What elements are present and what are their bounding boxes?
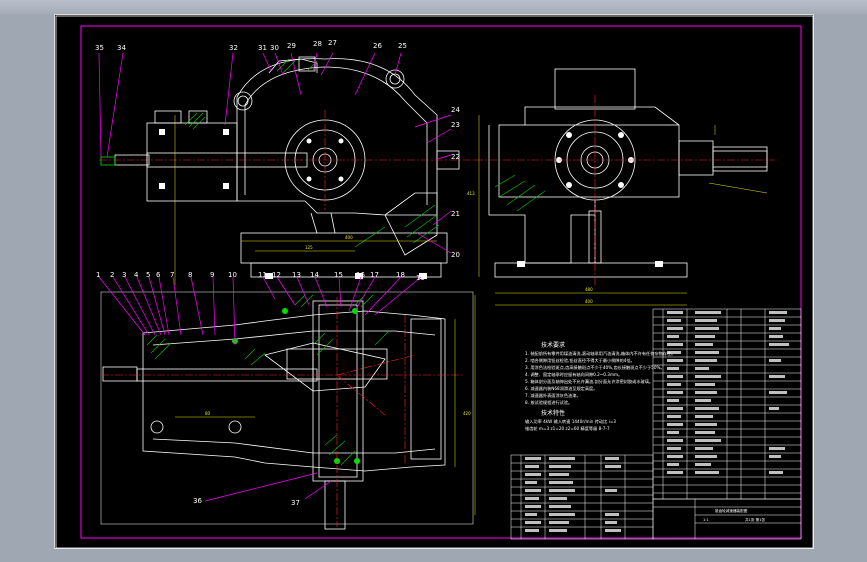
callout-12: 12 [272,271,281,279]
callout-18: 18 [396,271,405,279]
plan-view [100,291,474,530]
notes-title: 技术要求 [541,341,565,349]
note-line: 8. 按试验规程进行试验。 [525,399,572,406]
front-view-hatch [184,58,440,248]
callout-5: 5 [146,271,150,279]
dim-front-1: 400 [345,235,353,240]
note-line: 3. 用涂色法检验斑点,齿高接触斑点不少于40%,齿长接触斑点不少于50%。 [525,364,665,371]
callout-30: 30 [270,44,279,52]
callout-8: 8 [188,271,192,279]
callout-7: 7 [170,271,174,279]
drawing-scale: 1:1 [703,518,709,522]
side-view-centerlines [475,95,775,285]
front-view-centerlines [99,110,475,210]
callout-37: 37 [291,499,300,507]
note-line: 5. 箱体剖分面及轴伸出处不允许漏油,剖分面允许涂密封胶或水玻璃。 [525,378,653,385]
callout-6: 6 [156,271,161,279]
drawing-viewport[interactable]: 技术要求 1. 装配前所有零件用煤油清洗,滚动轴承用汽油清洗,箱体内不许有任何杂… [54,14,814,549]
parts-list [510,308,802,540]
callout-labels: 35 34 32 31 30 29 28 27 26 25 24 23 22 2… [95,39,460,507]
callout-27: 27 [328,39,337,47]
callout-32: 32 [229,44,238,52]
spec-line: 锥齿轮 m=3 z1=20 z2=60 精度等级 8-7-7 [525,425,610,432]
dim-front-2: 125 [305,245,313,250]
border-frame [55,15,814,549]
note-line: 1. 装配前所有零件用煤油清洗,滚动轴承用汽油清洗,箱体内不许有任何杂物存在。 [525,350,675,357]
dim-side-height: 413 [467,191,475,196]
callout-29: 29 [287,42,296,50]
dim-plan-height: 420 [463,411,471,416]
note-line: 2. 啮合侧隙用铅丝检验,铅丝直径不得大于最小侧隙的4倍。 [525,357,635,364]
callout-24: 24 [451,106,460,114]
callout-21: 21 [451,210,460,218]
callout-10: 10 [228,271,237,279]
note-line: 7. 减速器外表面涂灰色油漆。 [525,392,581,399]
callout-35: 35 [95,44,104,52]
front-view-dim [174,115,437,285]
note-line: 4. 调整、固定轴承时应留有轴向间隙0.2~0.3mm。 [525,371,622,378]
callout-2: 2 [110,271,114,279]
callout-11: 11 [258,271,267,279]
drawing-sheet: 共1张 第1张 [745,517,765,522]
callout-14: 14 [310,271,319,279]
parts-list-fill [525,311,789,532]
plan-view-dim [175,295,476,515]
drawing-title: 锥齿轮减速器装配图 [715,508,748,513]
callout-16: 16 [356,271,365,279]
leader-lines [98,52,452,502]
front-view-shaft [100,152,308,168]
dim-plan: 80 [205,411,211,416]
callout-13: 13 [292,271,301,279]
note-line: 6. 减速器内装N68润滑油至规定高度。 [525,385,597,392]
callout-1: 1 [96,271,100,279]
dim-side-base: 400 [585,299,593,304]
callout-28: 28 [313,40,322,48]
callout-19: 19 [416,274,425,282]
side-view-hatch [494,174,546,212]
callout-15: 15 [334,271,343,279]
callout-23: 23 [451,121,460,129]
callout-22: 22 [451,153,460,161]
front-view-bolts [159,129,427,279]
spec-line: 输入功率 4kW 输入转速 1440r/min 传动比 i=3 [525,418,616,425]
callout-31: 31 [258,44,267,52]
cad-drawing: 技术要求 1. 装配前所有零件用煤油清洗,滚动轴承用汽油清洗,箱体内不许有任何杂… [55,15,814,549]
specs-title: 技术特性 [541,409,565,417]
dim-side-width: 480 [585,287,593,292]
callout-25: 25 [398,42,407,50]
callout-34: 34 [117,44,126,52]
window-top-bar [0,0,867,14]
callout-4: 4 [134,271,139,279]
tech-notes-area: 技术要求 1. 装配前所有零件用煤油清洗,滚动轴承用汽油清洗,箱体内不许有任何杂… [525,341,675,432]
callout-3: 3 [122,271,126,279]
dimension-labels: 400 125 480 400 413 420 80 [205,191,593,416]
callout-17: 17 [370,271,379,279]
callout-9: 9 [210,271,214,279]
side-view-bolts [517,132,663,267]
callout-26: 26 [373,42,382,50]
side-view [488,68,768,278]
title-block: 锥齿轮减速器装配图 1:1 共1张 第1张 [703,508,765,522]
callout-20: 20 [451,251,460,259]
callout-36: 36 [193,497,202,505]
side-view-dim [478,115,768,306]
plan-view-centerlines [101,297,465,527]
drawing-frame [80,25,802,539]
